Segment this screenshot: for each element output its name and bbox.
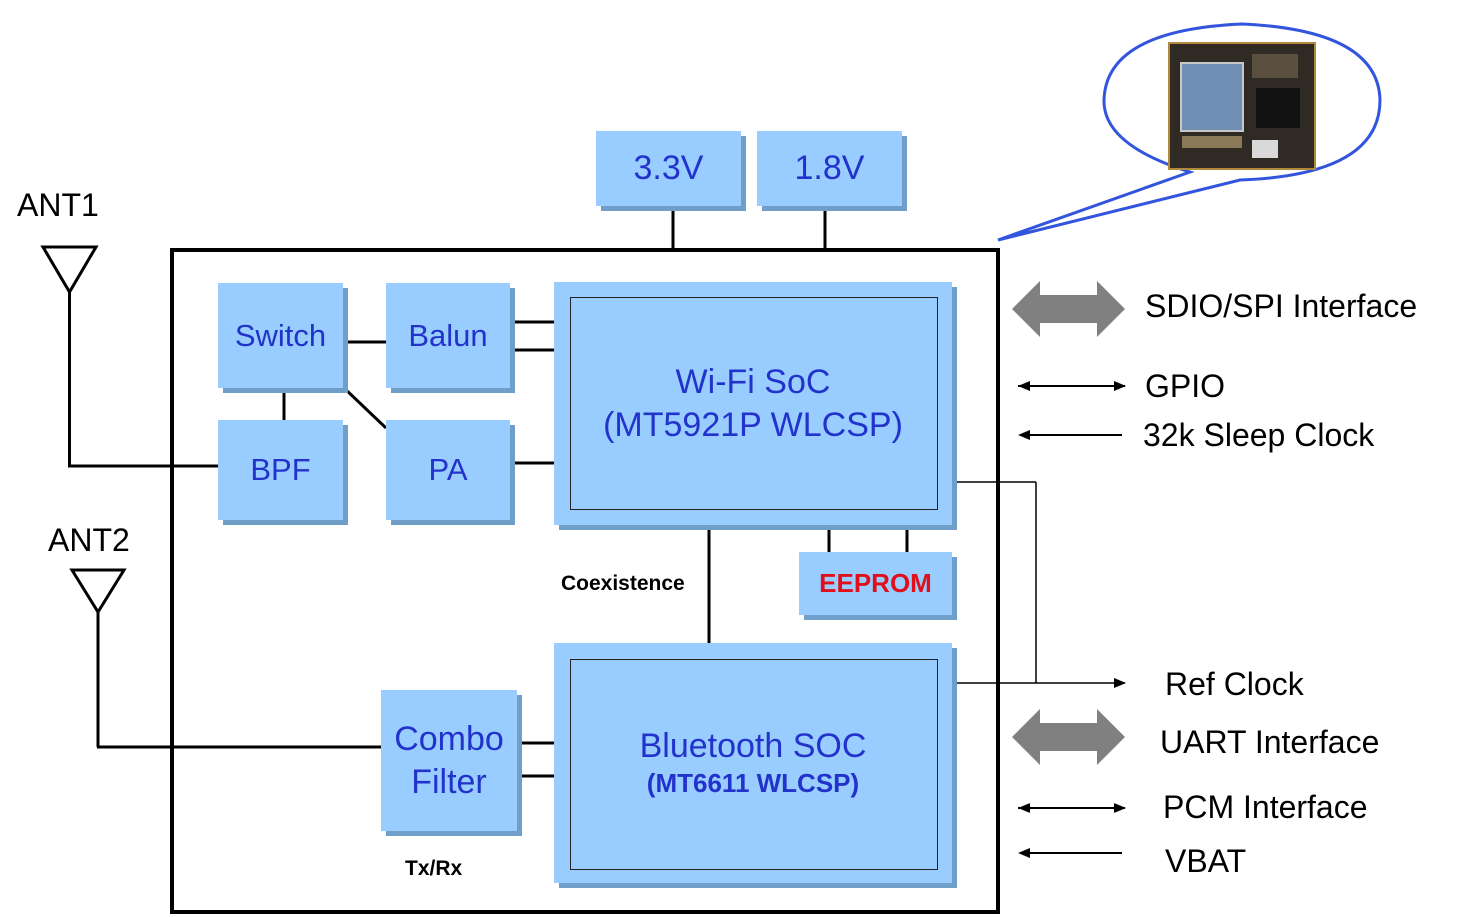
bluetooth-soc-part: (MT6611 WLCSP)	[646, 767, 860, 798]
uart-label: UART Interface	[1160, 724, 1380, 760]
wifi-soc-title: Wi-Fi SoC	[675, 363, 831, 401]
module-outline	[170, 248, 1000, 914]
power-1v8-block: 1.8V	[757, 131, 902, 206]
bluetooth-soc-title: Bluetooth SOC	[639, 726, 867, 765]
power-3v3-block: 3.3V	[596, 131, 741, 206]
sdio-bus-arrow	[1012, 281, 1125, 337]
sleep-clock-label: 32k Sleep Clock	[1143, 417, 1375, 453]
balun-block: Balun	[386, 283, 510, 388]
uart-bus-arrow	[1012, 709, 1125, 765]
combo-filter-line1: Combo	[394, 720, 504, 758]
pa-block: PA	[386, 420, 510, 520]
eeprom-block: EEPROM	[799, 552, 952, 615]
vbat-label: VBAT	[1165, 843, 1247, 879]
coexistence-label: Coexistence	[561, 572, 685, 595]
bluetooth-soc-die	[570, 659, 938, 870]
module-photo	[1168, 42, 1316, 170]
txrx-label: Tx/Rx	[405, 857, 463, 880]
bpf-block: BPF	[218, 420, 343, 520]
switch-block: Switch	[218, 283, 343, 388]
wifi-soc-die	[570, 297, 938, 510]
sdio-spi-label: SDIO/SPI Interface	[1145, 288, 1418, 324]
combo-filter-line2: Filter	[411, 762, 487, 801]
pcm-label: PCM Interface	[1163, 789, 1368, 825]
bluetooth-soc-block: Bluetooth SOC (MT6611 WLCSP)	[554, 643, 952, 883]
ref-clock-label: Ref Clock	[1165, 666, 1304, 702]
ant2-label: ANT2	[48, 522, 130, 558]
ant1-label: ANT1	[17, 187, 99, 223]
combo-filter-block: Combo Filter	[381, 690, 517, 831]
wifi-soc-block: Wi-Fi SoC (MT5921P WLCSP)	[554, 282, 952, 525]
ant1-symbol	[40, 245, 222, 468]
gpio-label: GPIO	[1145, 368, 1226, 404]
ant2-symbol	[69, 568, 382, 749]
wifi-soc-part: (MT5921P WLCSP)	[603, 405, 903, 444]
